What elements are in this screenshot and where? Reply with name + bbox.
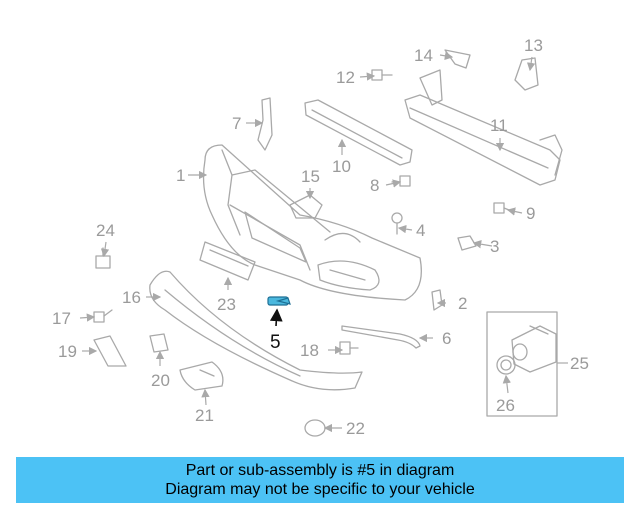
callout-21: 21 [195, 406, 214, 425]
info-banner: Part or sub-assembly is #5 in diagram Di… [16, 457, 624, 503]
callout-11: 11 [490, 116, 508, 135]
tow-hook-cover [289, 194, 323, 219]
bracket-13 [514, 57, 539, 91]
cover-20 [149, 333, 169, 353]
callout-1: 1 [176, 166, 185, 185]
callout-26: 26 [496, 396, 515, 415]
callout-10: 10 [332, 157, 351, 176]
callout-18: 18 [300, 341, 319, 360]
lower-spoiler [149, 270, 363, 391]
clip-9 [493, 202, 515, 214]
callout-numbers: 1 2 3 4 5 6 7 8 9 10 11 12 13 14 15 16 1… [52, 36, 589, 438]
grommet-26 [496, 355, 516, 375]
clip-2 [431, 289, 443, 311]
fog-lamp-bezel [179, 361, 224, 391]
highlight-leader [269, 308, 283, 327]
sensor-assembly-box [486, 311, 558, 417]
clip-18 [339, 341, 359, 355]
callout-14: 14 [414, 46, 433, 65]
callout-13: 13 [524, 36, 543, 55]
sensor-24 [95, 247, 111, 269]
parts-diagram: 1 2 3 4 5 6 7 8 9 10 11 12 13 14 15 16 1… [52, 36, 589, 438]
callout-15: 15 [301, 167, 320, 186]
callout-19: 19 [58, 342, 77, 361]
trim-strip-6 [341, 325, 421, 349]
clip-17 [93, 309, 113, 323]
leader-lines [79, 51, 568, 433]
banner-line-1: Part or sub-assembly is #5 in diagram [185, 462, 455, 479]
callout-9: 9 [526, 204, 535, 223]
callout-12: 12 [336, 68, 355, 87]
reinforcement-bar [404, 69, 563, 186]
license-plate-bracket [199, 241, 256, 281]
bracket-3 [457, 235, 477, 251]
grommet-22 [304, 419, 326, 437]
screw-4 [391, 212, 403, 235]
clip-8 [391, 175, 411, 187]
energy-absorber [304, 99, 413, 166]
callout-8: 8 [370, 176, 379, 195]
callout-4: 4 [416, 221, 425, 240]
callout-25: 25 [570, 354, 589, 373]
bracket-7 [257, 97, 273, 151]
callout-6: 6 [442, 329, 451, 348]
callout-24: 24 [96, 221, 115, 240]
banner-line-2: Diagram may not be specific to your vehi… [165, 481, 475, 498]
clip-14 [444, 49, 471, 69]
callout-23: 23 [217, 295, 236, 314]
panel-19 [93, 335, 127, 367]
callout-17: 17 [52, 309, 71, 328]
bumper-cover [202, 144, 422, 301]
callout-5: 5 [270, 332, 281, 353]
highlighted-screw [267, 296, 291, 306]
callout-20: 20 [151, 371, 170, 390]
callout-2: 2 [458, 294, 467, 313]
callout-22: 22 [346, 419, 365, 438]
callout-3: 3 [490, 237, 499, 256]
callout-16: 16 [122, 288, 141, 307]
bolt-12 [371, 69, 393, 81]
callout-7: 7 [232, 114, 241, 133]
